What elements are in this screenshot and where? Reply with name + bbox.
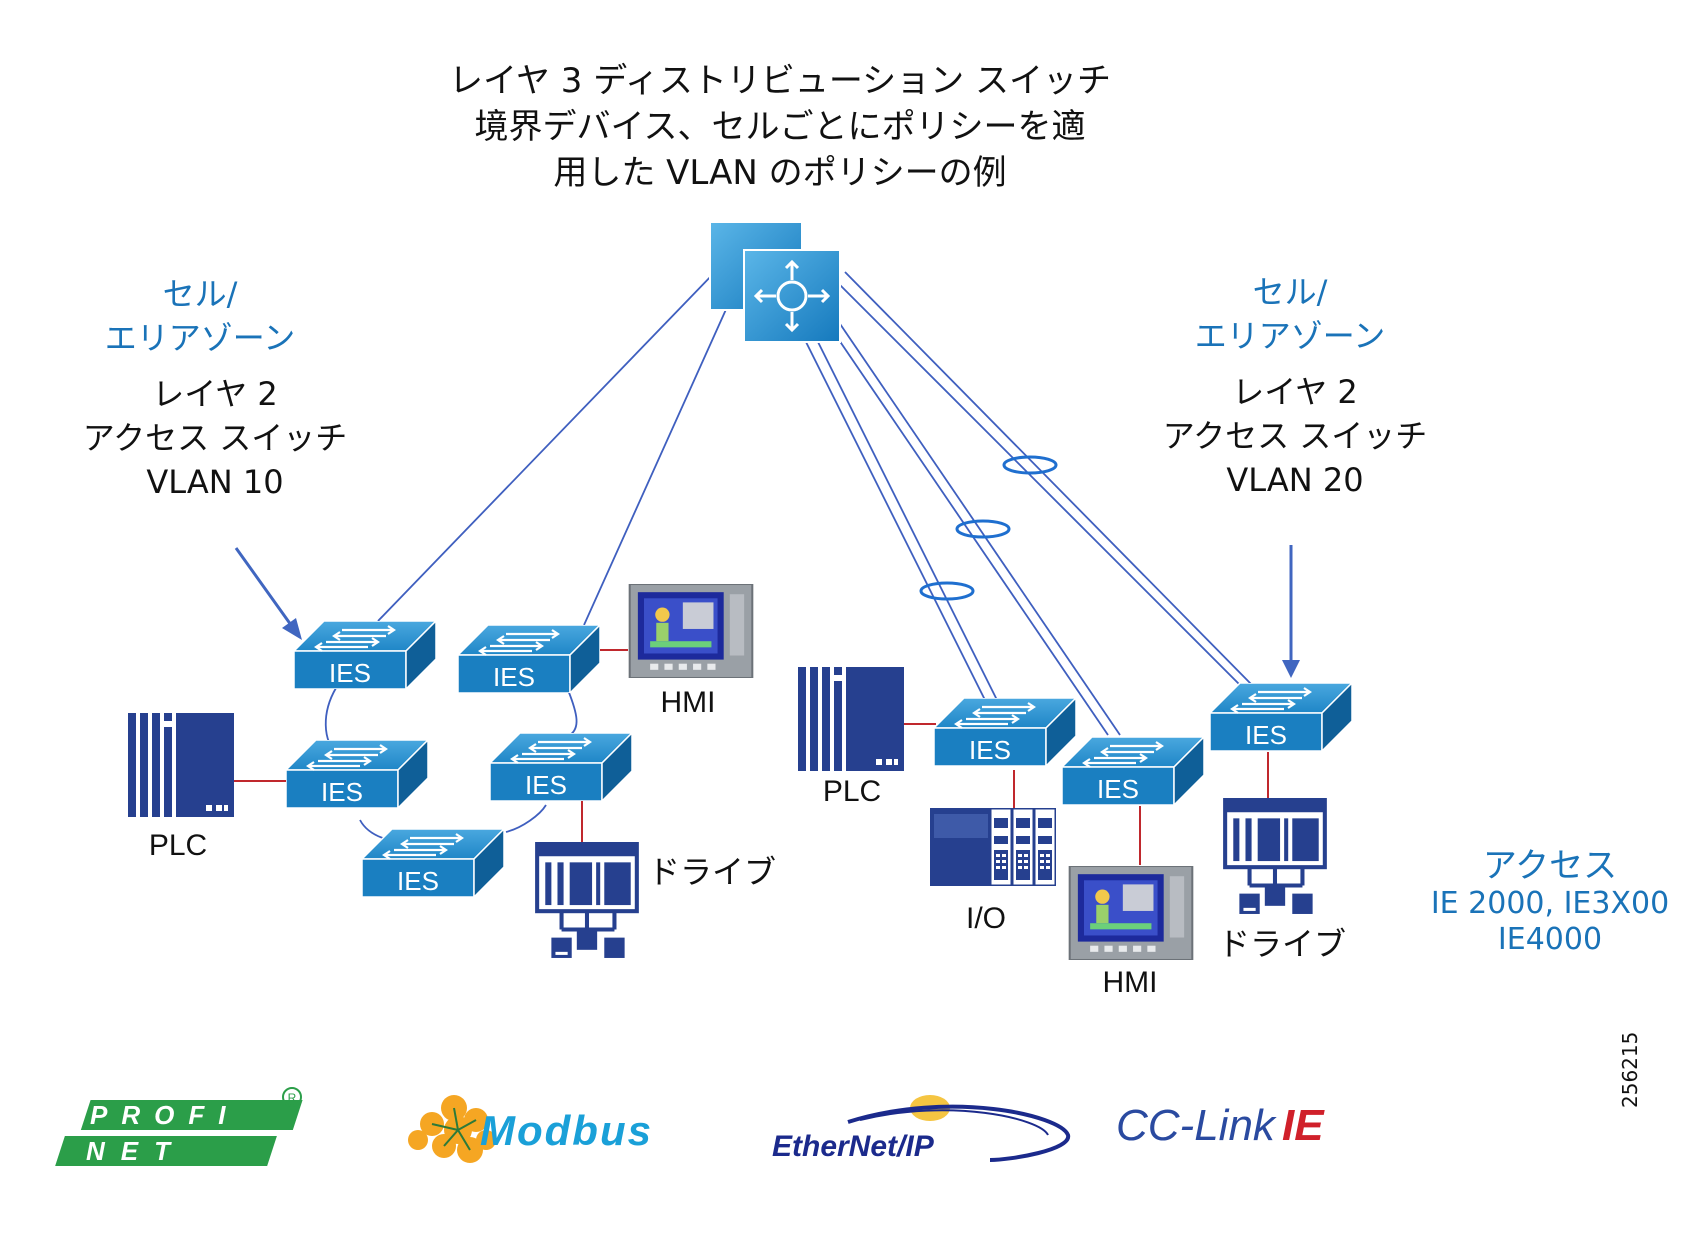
hmi-right-label: HMI xyxy=(1103,966,1158,999)
drive-left-label: ドライブ xyxy=(648,853,776,891)
ies-switch-left-5[interactable]: IES xyxy=(362,829,504,897)
title-line-3: 用した VLAN のポリシーの例 xyxy=(553,153,1007,193)
profinet-logo: PROFI NET R xyxy=(55,1087,303,1166)
device-links xyxy=(234,649,1269,865)
registered-mark-icon xyxy=(282,1087,302,1107)
left-arrow-head xyxy=(282,618,302,640)
right-zone-label-line-2: エリアゾーン xyxy=(1194,317,1386,355)
ies-switch-left-2[interactable]: IES xyxy=(458,625,600,693)
ies-switch-right-1[interactable]: IES xyxy=(934,698,1076,766)
left-switch-label-line-3: VLAN 10 xyxy=(146,463,284,501)
right-switch-label-line-1: レイヤ 2 xyxy=(1232,373,1358,411)
left-switch-label-line-2: アクセス スイッチ xyxy=(82,419,348,457)
access-label-line-3: IE4000 xyxy=(1497,922,1603,957)
plc-left-label: PLC xyxy=(149,829,207,862)
access-label-line-1: アクセス xyxy=(1482,846,1618,886)
ies-label: IES xyxy=(493,662,535,692)
figure-id: 256215 xyxy=(1618,1031,1642,1108)
right-zone-label: セル/ エリアゾーン xyxy=(1180,270,1400,358)
cclink-ie-logo: CC-Link IE xyxy=(1116,1101,1325,1150)
left-arrow-shaft xyxy=(234,547,298,633)
etherchannel-ring-2 xyxy=(955,519,1011,539)
left-zone-label-line-1: セル/ xyxy=(162,275,238,313)
uplink-io-a xyxy=(799,329,986,701)
hmi-left-icon[interactable] xyxy=(628,584,754,678)
ies-switch-vlan10[interactable]: IES xyxy=(294,621,436,689)
ies-switch-right-2[interactable]: IES xyxy=(1062,737,1204,805)
ies-label: IES xyxy=(525,770,567,800)
right-switch-label-line-2: アクセス スイッチ xyxy=(1162,417,1428,455)
modbus-logo: Modbus xyxy=(408,1095,653,1163)
plc-right-label: PLC xyxy=(823,775,881,808)
ies-label: IES xyxy=(329,658,371,688)
io-label: I/O xyxy=(966,902,1006,935)
etherchannel-ring-1 xyxy=(919,581,975,601)
ies-switch-left-4[interactable]: IES xyxy=(490,733,632,801)
ies-switch-vlan20[interactable]: IES xyxy=(1210,683,1352,751)
uplink-left-1 xyxy=(377,271,716,622)
left-zone-label: セル/ エリアゾーン xyxy=(90,272,310,360)
uplink-vlan20-b xyxy=(844,271,1253,686)
hmi-right-icon[interactable] xyxy=(1068,866,1194,960)
registered-mark-letter: R xyxy=(288,1091,297,1105)
access-label-line-2: IE 2000, IE3X00 xyxy=(1430,886,1670,921)
title-line-1: レイヤ 3 ディストリビューション スイッチ xyxy=(449,61,1111,101)
profinet-logo-bottom-text: NET xyxy=(86,1136,186,1166)
uplink-lines xyxy=(377,271,1253,736)
uplink-hmi-b xyxy=(835,317,1121,736)
pointer-arrows xyxy=(234,545,1300,678)
access-tier-label: アクセス IE 2000, IE3X00 IE4000 xyxy=(1420,846,1680,958)
ring-seg-3 xyxy=(505,804,547,833)
right-access-switch-label: レイヤ 2 アクセス スイッチ VLAN 20 xyxy=(1140,370,1450,502)
ies-switch-left-3[interactable]: IES xyxy=(286,740,428,808)
drive-left-icon[interactable] xyxy=(537,844,637,958)
etherchannel-ring-3 xyxy=(1002,455,1058,475)
right-switch-label-line-3: VLAN 20 xyxy=(1226,461,1364,499)
drive-right-label: ドライブ xyxy=(1218,925,1346,963)
right-zone-label-line-1: セル/ xyxy=(1252,273,1328,311)
ethernetip-logo-text: EtherNet/IP xyxy=(772,1130,935,1163)
ies-label: IES xyxy=(969,735,1011,765)
left-switch-label-line-1: レイヤ 2 xyxy=(152,375,278,413)
plc-left-icon[interactable] xyxy=(128,713,234,817)
l3-distribution-switch[interactable] xyxy=(709,221,841,343)
io-module-icon[interactable] xyxy=(930,808,1056,886)
router-arrows-icon xyxy=(753,259,831,333)
ring-seg-4 xyxy=(567,689,578,736)
left-access-switch-label: レイヤ 2 アクセス スイッチ VLAN 10 xyxy=(60,372,370,504)
left-zone-label-line-2: エリアゾーン xyxy=(104,319,296,357)
diagram-title: レイヤ 3 ディストリビューション スイッチ 境界デバイス、セルごとにポリシーを… xyxy=(430,58,1130,196)
title-line-2: 境界デバイス、セルごとにポリシーを適 xyxy=(474,107,1086,147)
ies-label: IES xyxy=(397,866,439,896)
uplink-vlan20-a xyxy=(834,279,1241,686)
uplink-hmi-a xyxy=(823,317,1109,736)
drive-right-icon[interactable] xyxy=(1225,800,1325,914)
uplink-io-b xyxy=(811,329,998,701)
ies-label: IES xyxy=(1245,720,1287,750)
right-arrow-head xyxy=(1282,660,1300,678)
ies-label: IES xyxy=(1097,774,1139,804)
ies-label: IES xyxy=(321,777,363,807)
modbus-network-icon xyxy=(431,1107,477,1151)
ethernetip-logo: EtherNet/IP xyxy=(772,1095,1070,1163)
profinet-logo-top-text: PROFI xyxy=(90,1100,239,1130)
plc-right-icon[interactable] xyxy=(798,667,904,771)
hmi-left-label: HMI xyxy=(661,686,716,719)
cclink-ie-logo-text: IE xyxy=(1282,1101,1325,1150)
modbus-logo-text: Modbus xyxy=(480,1107,653,1154)
etherchannel-markers xyxy=(919,455,1058,601)
uplink-left-2 xyxy=(583,304,729,626)
cclink-logo-text: CC-Link xyxy=(1116,1101,1277,1150)
